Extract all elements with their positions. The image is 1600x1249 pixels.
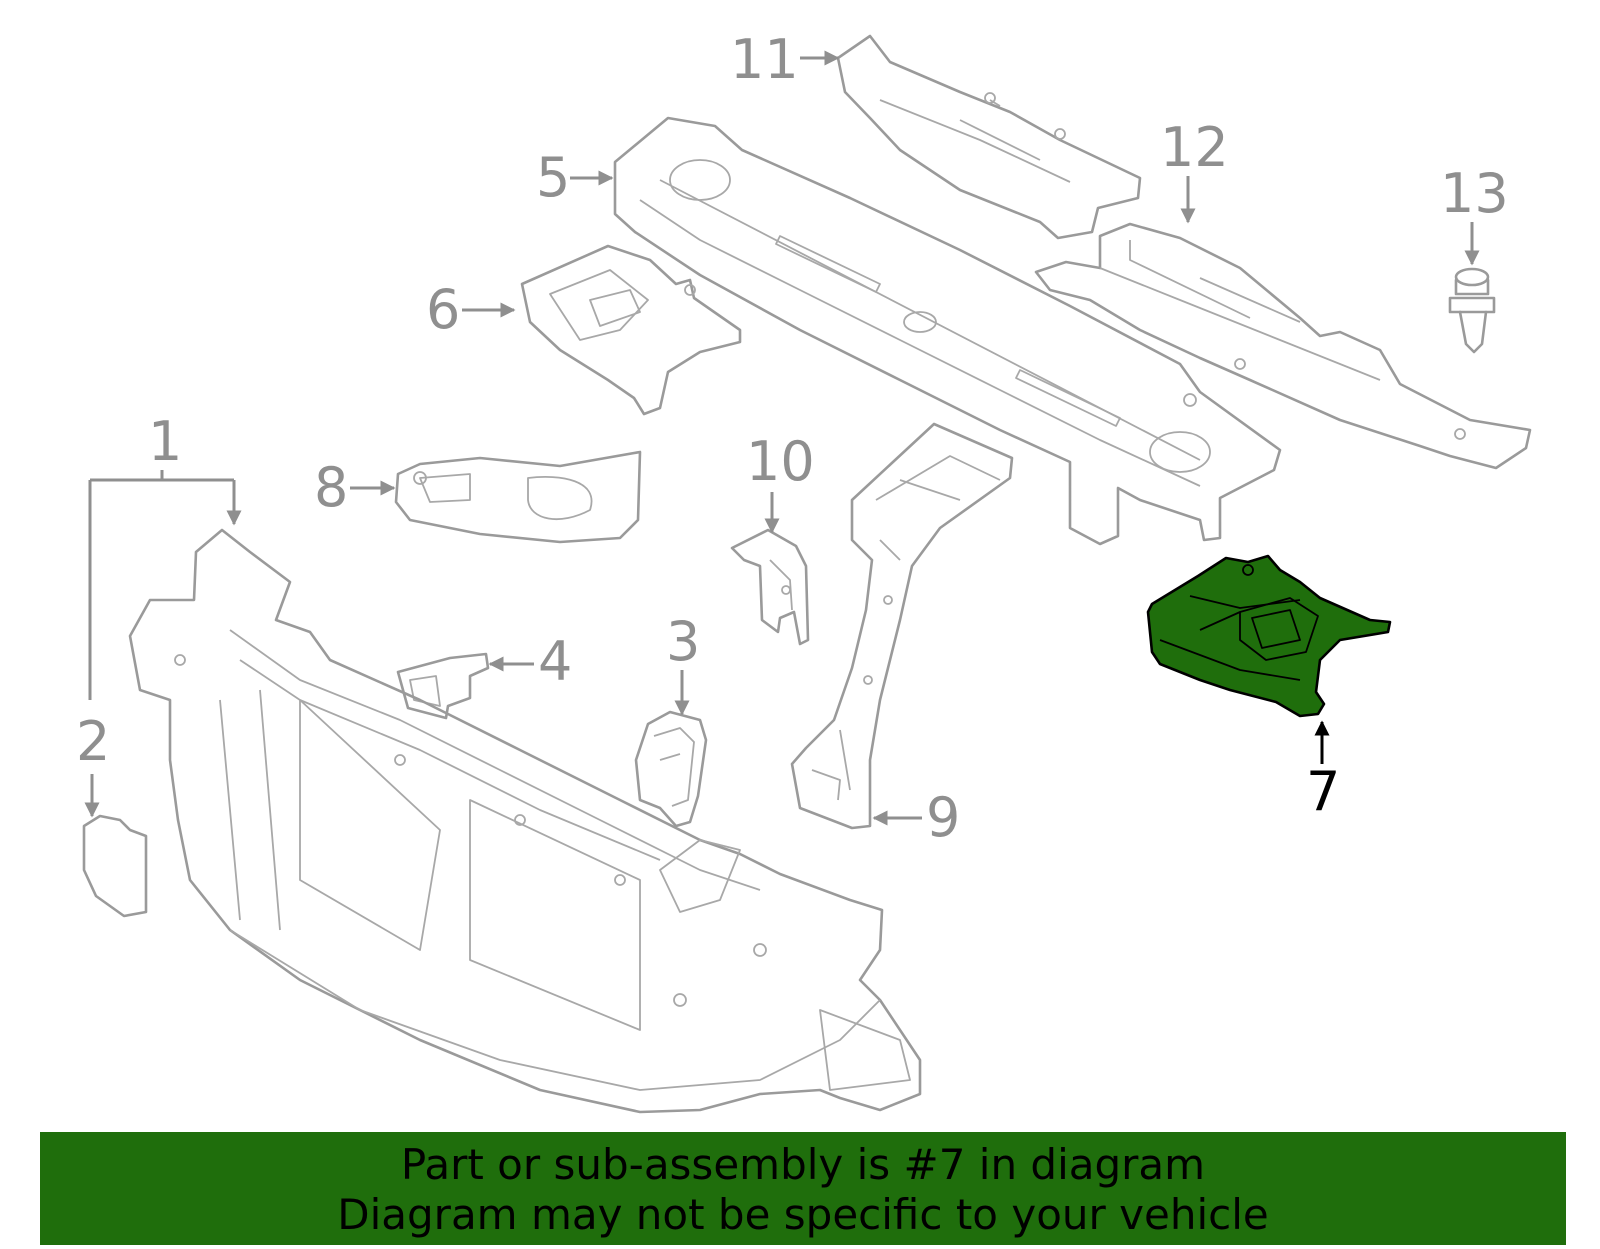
callout-label-7: 7 — [1306, 760, 1340, 823]
callout-label-8: 8 — [314, 456, 348, 519]
part-9-vertical-support — [790, 422, 1014, 830]
callout-label-3: 3 — [666, 610, 700, 673]
part-5-upper-tie-bar — [613, 116, 1282, 546]
callout-2: 2 — [76, 710, 110, 818]
banner-line-disclaimer: Diagram may not be specific to your vehi… — [337, 1190, 1269, 1239]
callout-label-6: 6 — [426, 278, 460, 341]
part-3-bracket — [634, 710, 708, 828]
part-10-bracket — [730, 528, 810, 646]
callout-5: 5 — [536, 146, 614, 209]
callout-3: 3 — [666, 610, 700, 716]
callout-label-9: 9 — [926, 786, 960, 849]
callout-13: 13 — [1440, 162, 1509, 266]
part-8-bracket — [394, 450, 642, 544]
callout-label-12: 12 — [1160, 116, 1229, 179]
part-info-banner: Part or sub-assembly is #7 in diagram Di… — [40, 1132, 1566, 1245]
part-1-radiator-support — [128, 528, 922, 1114]
callout-label-2: 2 — [76, 710, 110, 773]
callout-12: 12 — [1160, 116, 1229, 224]
callout-label-13: 13 — [1440, 162, 1509, 225]
callout-4: 4 — [488, 630, 572, 693]
banner-line-part-number: Part or sub-assembly is #7 in diagram — [400, 1140, 1206, 1189]
callout-label-1: 1 — [148, 410, 182, 473]
part-4-clip — [396, 652, 490, 720]
part-7-highlighted-bracket — [1146, 554, 1392, 718]
callout-8: 8 — [314, 456, 396, 519]
callout-10: 10 — [746, 430, 815, 534]
callout-1: 1 — [88, 410, 234, 700]
part-11-upper-reinforcement — [836, 34, 1142, 240]
callout-label-10: 10 — [746, 430, 815, 493]
callout-label-4: 4 — [538, 630, 572, 693]
callout-7: 7 — [1306, 720, 1340, 823]
part-2-cover — [82, 814, 148, 918]
part-6-bracket — [520, 244, 742, 416]
callout-9: 9 — [872, 786, 960, 849]
callout-label-5: 5 — [536, 146, 570, 209]
part-13-push-clip — [1448, 267, 1496, 354]
callout-label-11: 11 — [730, 28, 799, 91]
part-12-reinforcement — [1034, 222, 1532, 470]
callout-6: 6 — [426, 278, 516, 341]
callout-11: 11 — [730, 28, 840, 91]
